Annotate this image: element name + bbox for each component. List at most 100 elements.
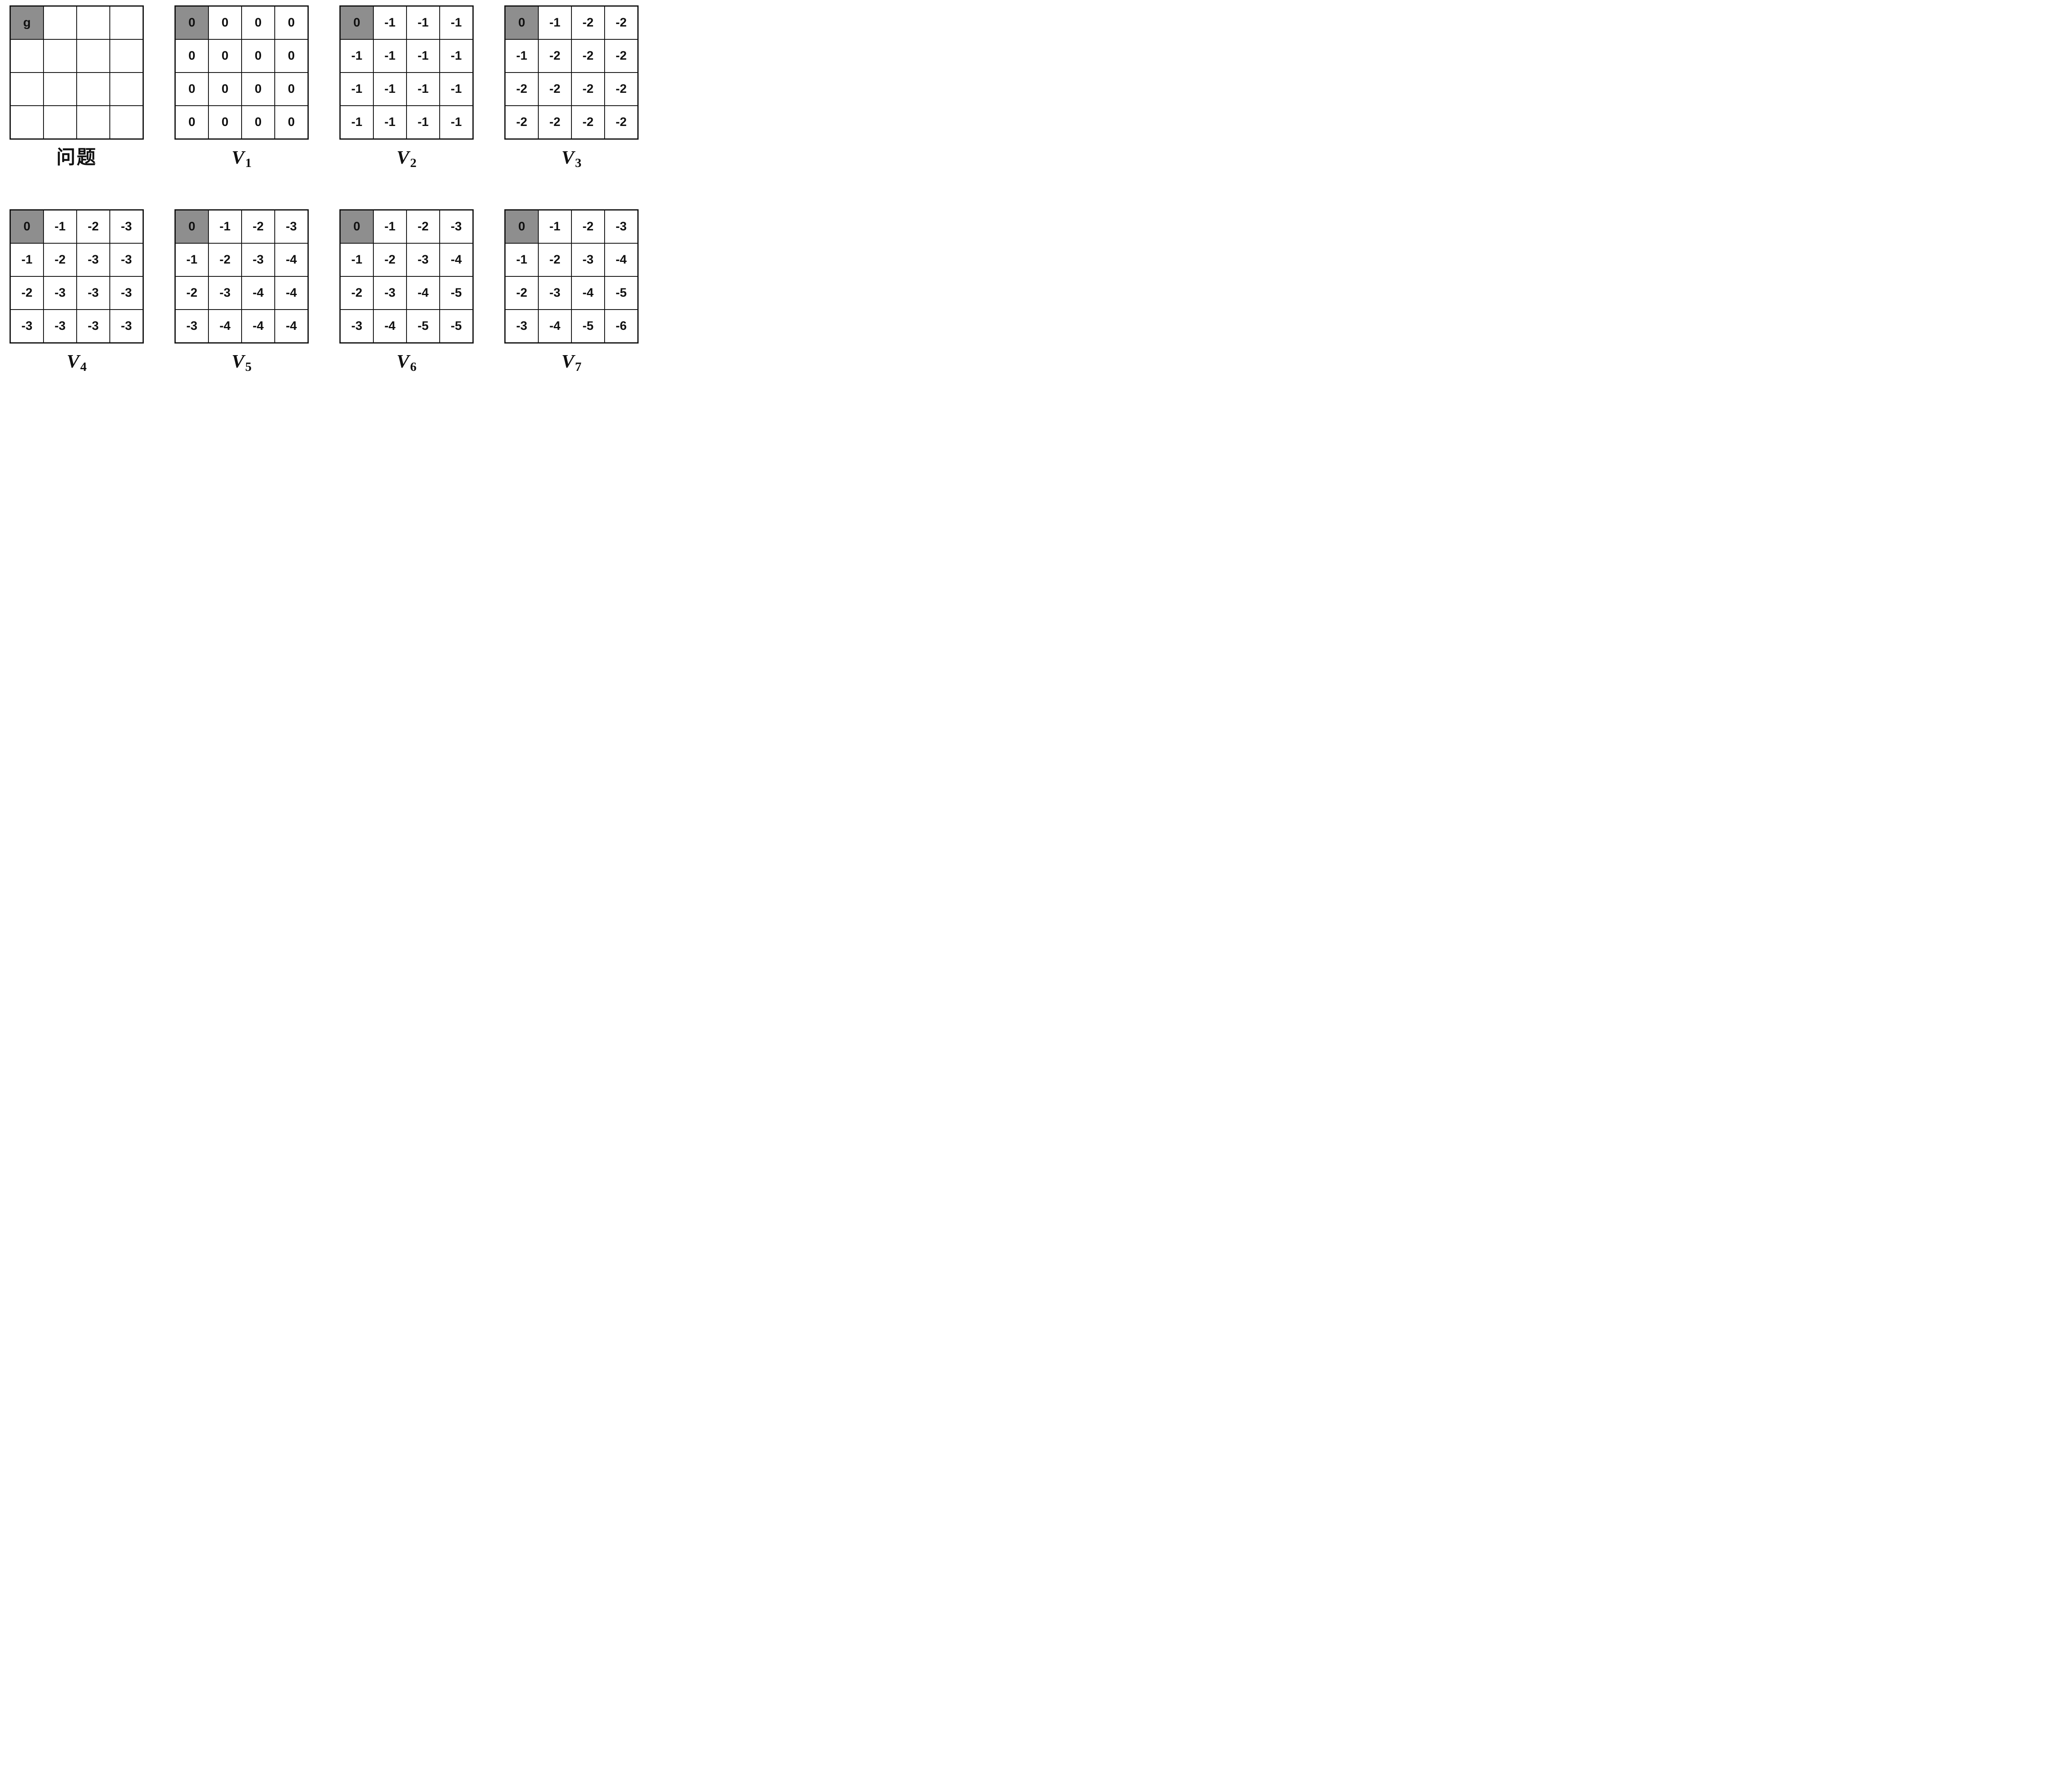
caption-symbol: V	[231, 351, 244, 372]
goal-cell: 0	[339, 5, 374, 40]
grid-cell: -2	[504, 105, 539, 140]
grid-panel-problem: g 问题	[8, 5, 145, 169]
grid-cell: -4	[274, 309, 309, 344]
grid-cell: -4	[406, 276, 440, 310]
grid-row: -3-4-5-6	[504, 309, 639, 344]
grid-cell: -5	[439, 276, 474, 310]
grid-cell: -1	[339, 243, 374, 277]
grid-cell	[43, 5, 77, 40]
grid-cell: -1	[339, 39, 374, 73]
value-grid-body: 0-1-1-1-1-1-1-1-1-1-1-1-1-1-1-1	[339, 5, 474, 140]
grid-cell: -3	[604, 209, 639, 244]
grid-cell: -3	[208, 276, 242, 310]
grid-cell: -2	[538, 39, 572, 73]
grid-cell: -1	[373, 39, 407, 73]
grid-row: -1-2-3-4	[504, 243, 639, 277]
goal-cell: 0	[504, 209, 539, 244]
problem-caption: 问题	[56, 147, 97, 168]
grid-cell: -2	[373, 243, 407, 277]
grid-cell: -3	[504, 309, 539, 344]
grid-cell: -3	[174, 309, 209, 344]
caption-subscript: 7	[575, 359, 582, 374]
grid-cell: -2	[571, 72, 605, 106]
grid-cell: -3	[538, 276, 572, 310]
grid-cell: -2	[604, 72, 639, 106]
grid-cell	[109, 105, 144, 140]
grid-cell: -1	[406, 72, 440, 106]
grid-row: -3-4-5-5	[339, 309, 474, 344]
caption-symbol: V	[561, 147, 574, 168]
grid-cell: -2	[76, 209, 110, 244]
grid-cell: -3	[406, 243, 440, 277]
grid-row: -2-2-2-2	[504, 105, 639, 140]
grid-cell: -4	[373, 309, 407, 344]
grid-cell: 0	[174, 72, 209, 106]
grid-row: 0-1-2-3	[504, 209, 639, 244]
grid-cell: -2	[538, 243, 572, 277]
grid-cell: -1	[439, 5, 474, 40]
value-grid-table: 0-1-2-3-1-2-3-3-2-3-3-3-3-3-3-3	[10, 209, 144, 344]
value-grid-table: 0-1-1-1-1-1-1-1-1-1-1-1-1-1-1-1	[339, 5, 474, 140]
goal-cell: 0	[174, 5, 209, 40]
grid-cell: -3	[109, 276, 144, 310]
grid-row: 0-1-2-3	[174, 209, 309, 244]
grid-cell: -5	[571, 309, 605, 344]
grid-row: -3-4-4-4	[174, 309, 309, 344]
grid-row: 0-1-2-2	[504, 5, 639, 40]
grid-cell: -2	[538, 105, 572, 140]
grid-cell: -2	[571, 105, 605, 140]
grid-cell: -4	[241, 276, 275, 310]
value-grid-body: 0-1-2-2-1-2-2-2-2-2-2-2-2-2-2-2	[504, 5, 639, 140]
grid-cell: -2	[571, 209, 605, 244]
grid-row: -2-2-2-2	[504, 72, 639, 106]
grid-cell: 0	[241, 72, 275, 106]
grid-row: -2-3-4-5	[504, 276, 639, 310]
grid-cell	[109, 5, 144, 40]
grid-cell: -4	[604, 243, 639, 277]
grid-cell: -1	[373, 5, 407, 40]
grid-row	[10, 105, 144, 140]
grid-cell: -3	[274, 209, 309, 244]
grid-row: -1-1-1-1	[339, 39, 474, 73]
grid-row: -1-2-3-4	[174, 243, 309, 277]
grid-cell: -4	[241, 309, 275, 344]
grid-cell: -1	[373, 72, 407, 106]
grid-cell: -1	[406, 105, 440, 140]
grid-cell: -4	[274, 276, 309, 310]
grid-cell: -3	[373, 276, 407, 310]
value-grid-table: g	[10, 5, 144, 140]
grid-cell: -1	[339, 105, 374, 140]
grid-cell: -4	[571, 276, 605, 310]
grid-row: -1-2-2-2	[504, 39, 639, 73]
grid-row: -1-2-3-4	[339, 243, 474, 277]
grid-cell	[10, 39, 44, 73]
grid-row: 0-1-1-1	[339, 5, 474, 40]
caption-subscript: 3	[575, 155, 582, 170]
grid-cell: -1	[208, 209, 242, 244]
grid-cell: -2	[174, 276, 209, 310]
grid-cell	[76, 105, 110, 140]
grid-cell: -3	[10, 309, 44, 344]
caption-symbol: V	[396, 147, 409, 168]
grid-row	[10, 72, 144, 106]
goal-cell: 0	[339, 209, 374, 244]
goal-cell: g	[10, 5, 44, 40]
grid-cell	[10, 105, 44, 140]
grid-cell: -1	[43, 209, 77, 244]
grid-cell: -1	[406, 39, 440, 73]
value-grid-table: 0-1-2-3-1-2-3-4-2-3-4-4-3-4-4-4	[174, 209, 309, 344]
grid-cell: 0	[274, 72, 309, 106]
value-grid-table: 0-1-2-2-1-2-2-2-2-2-2-2-2-2-2-2	[504, 5, 639, 140]
grid-cell: -3	[109, 209, 144, 244]
grid-cell: -2	[504, 72, 539, 106]
grid-cell: -1	[373, 105, 407, 140]
